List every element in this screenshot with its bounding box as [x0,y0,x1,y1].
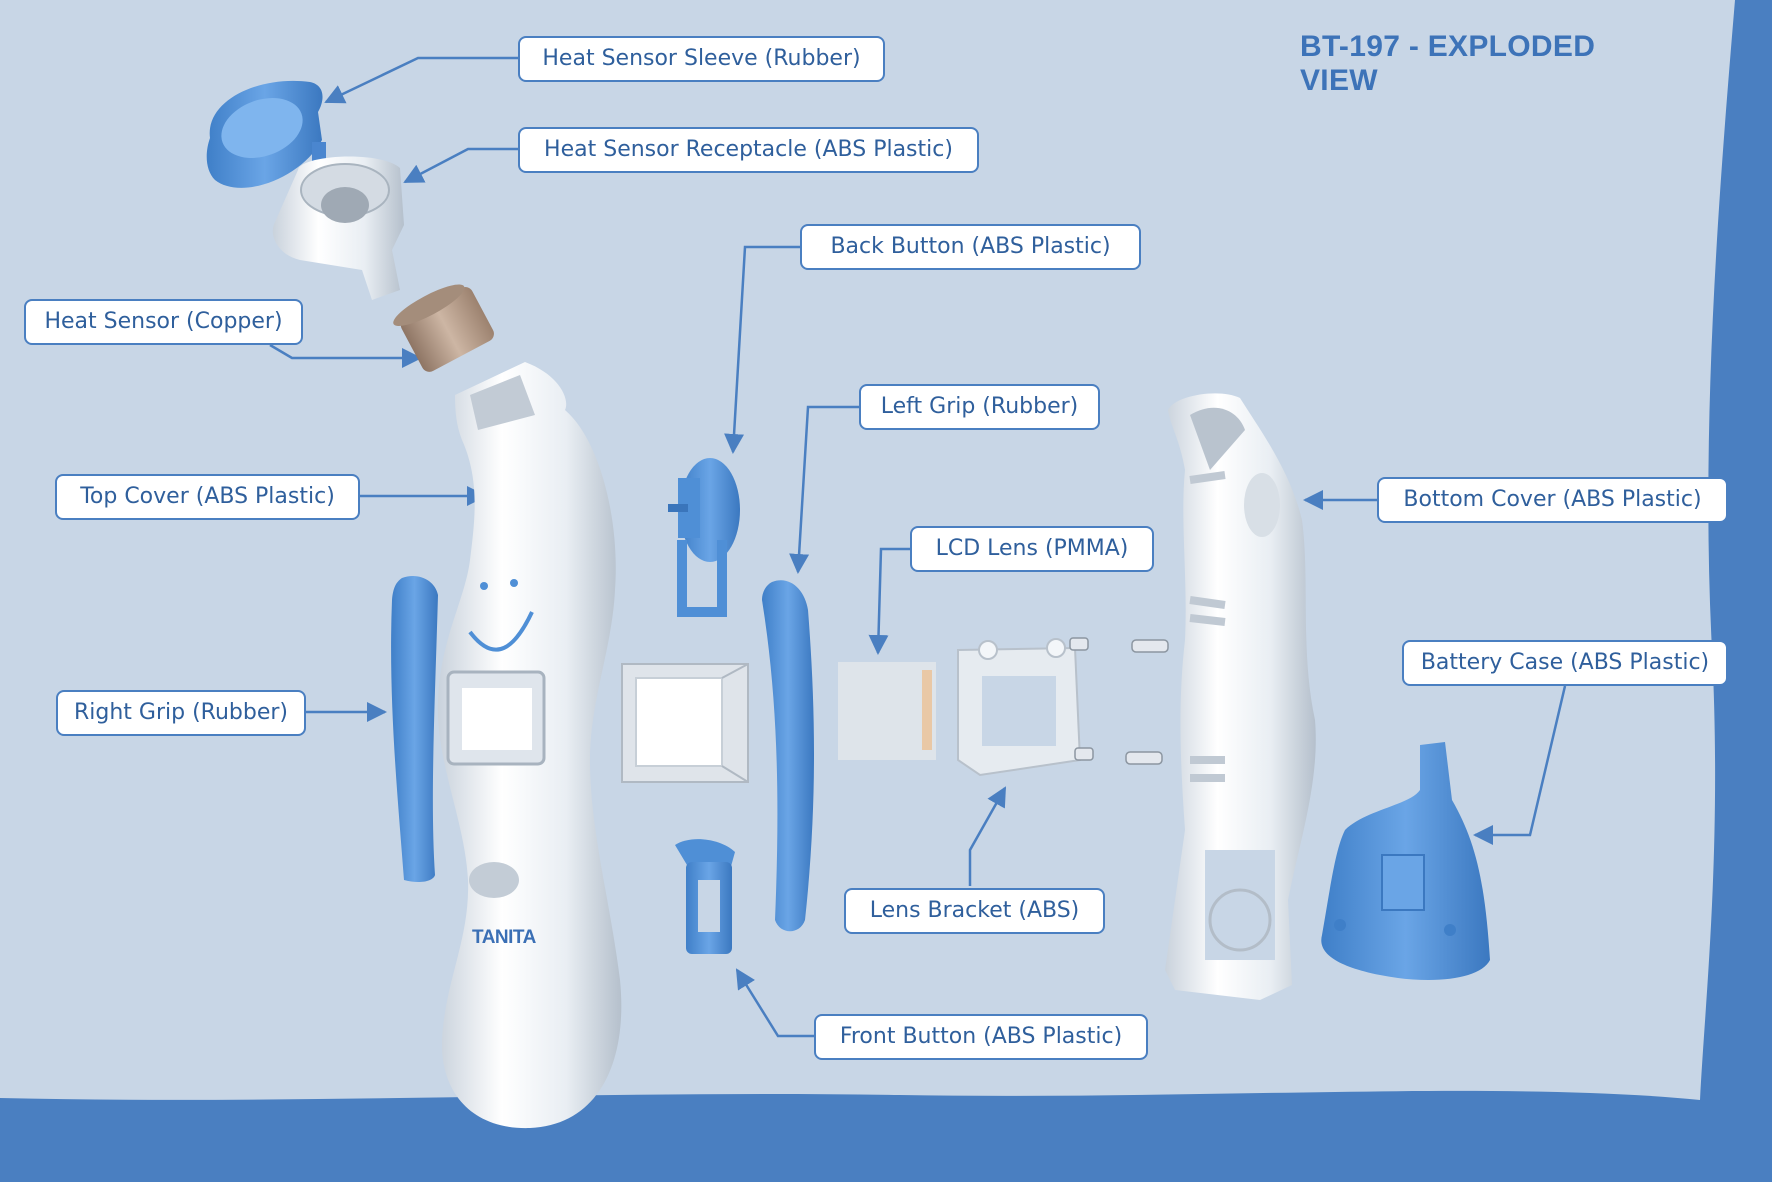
callout-heat-sensor-receptacle: Heat Sensor Receptacle (ABS Plastic) [518,127,979,173]
diagram-title: BT-197 - EXPLODED VIEW [1300,30,1596,97]
heat-sensor-receptacle-part [272,156,404,300]
heat-sensor-sleeve-part [206,80,326,188]
right-grip-part [391,575,438,883]
leader-heat-sensor-sleeve [324,56,518,104]
leader-heat-sensor [269,343,422,368]
leader-heat-sensor-receptacle [403,147,518,184]
lcd-frame-part [621,663,749,783]
lens-bracket-part [957,638,1082,777]
screws-part [1069,637,1169,765]
left-grip-part [762,580,814,932]
brand-logo-text: TANITA [472,927,536,948]
leader-lines [269,56,1567,1038]
callout-battery-case: Battery Case (ABS Plastic) [1402,640,1728,686]
leader-lcd-lens [868,547,910,655]
callout-right-grip: Right Grip (Rubber) [56,690,306,736]
front-button-part [675,839,735,954]
leader-back-button [724,245,800,454]
callout-front-button: Front Button (ABS Plastic) [814,1014,1148,1060]
callout-left-grip: Left Grip (Rubber) [859,384,1100,430]
callout-heat-sensor: Heat Sensor (Copper) [24,299,303,345]
lcd-lens-part [838,662,936,760]
leader-left-grip [789,405,859,574]
bottom-cover-part [1165,393,1316,1000]
callout-bottom-cover: Bottom Cover (ABS Plastic) [1377,477,1728,523]
callout-lcd-lens: LCD Lens (PMMA) [910,526,1154,572]
leader-front-button [735,968,814,1038]
back-button-part [668,458,740,617]
callout-heat-sensor-sleeve: Heat Sensor Sleeve (Rubber) [518,36,885,82]
top-cover-part [437,362,622,1129]
leader-lens-bracket [968,786,1007,886]
callout-top-cover: Top Cover (ABS Plastic) [55,474,360,520]
callout-lens-bracket: Lens Bracket (ABS) [844,888,1105,934]
battery-case-part [1321,742,1490,980]
heat-sensor-part [393,284,494,372]
callout-back-button: Back Button (ABS Plastic) [800,224,1141,270]
leader-battery-case [1473,685,1567,845]
